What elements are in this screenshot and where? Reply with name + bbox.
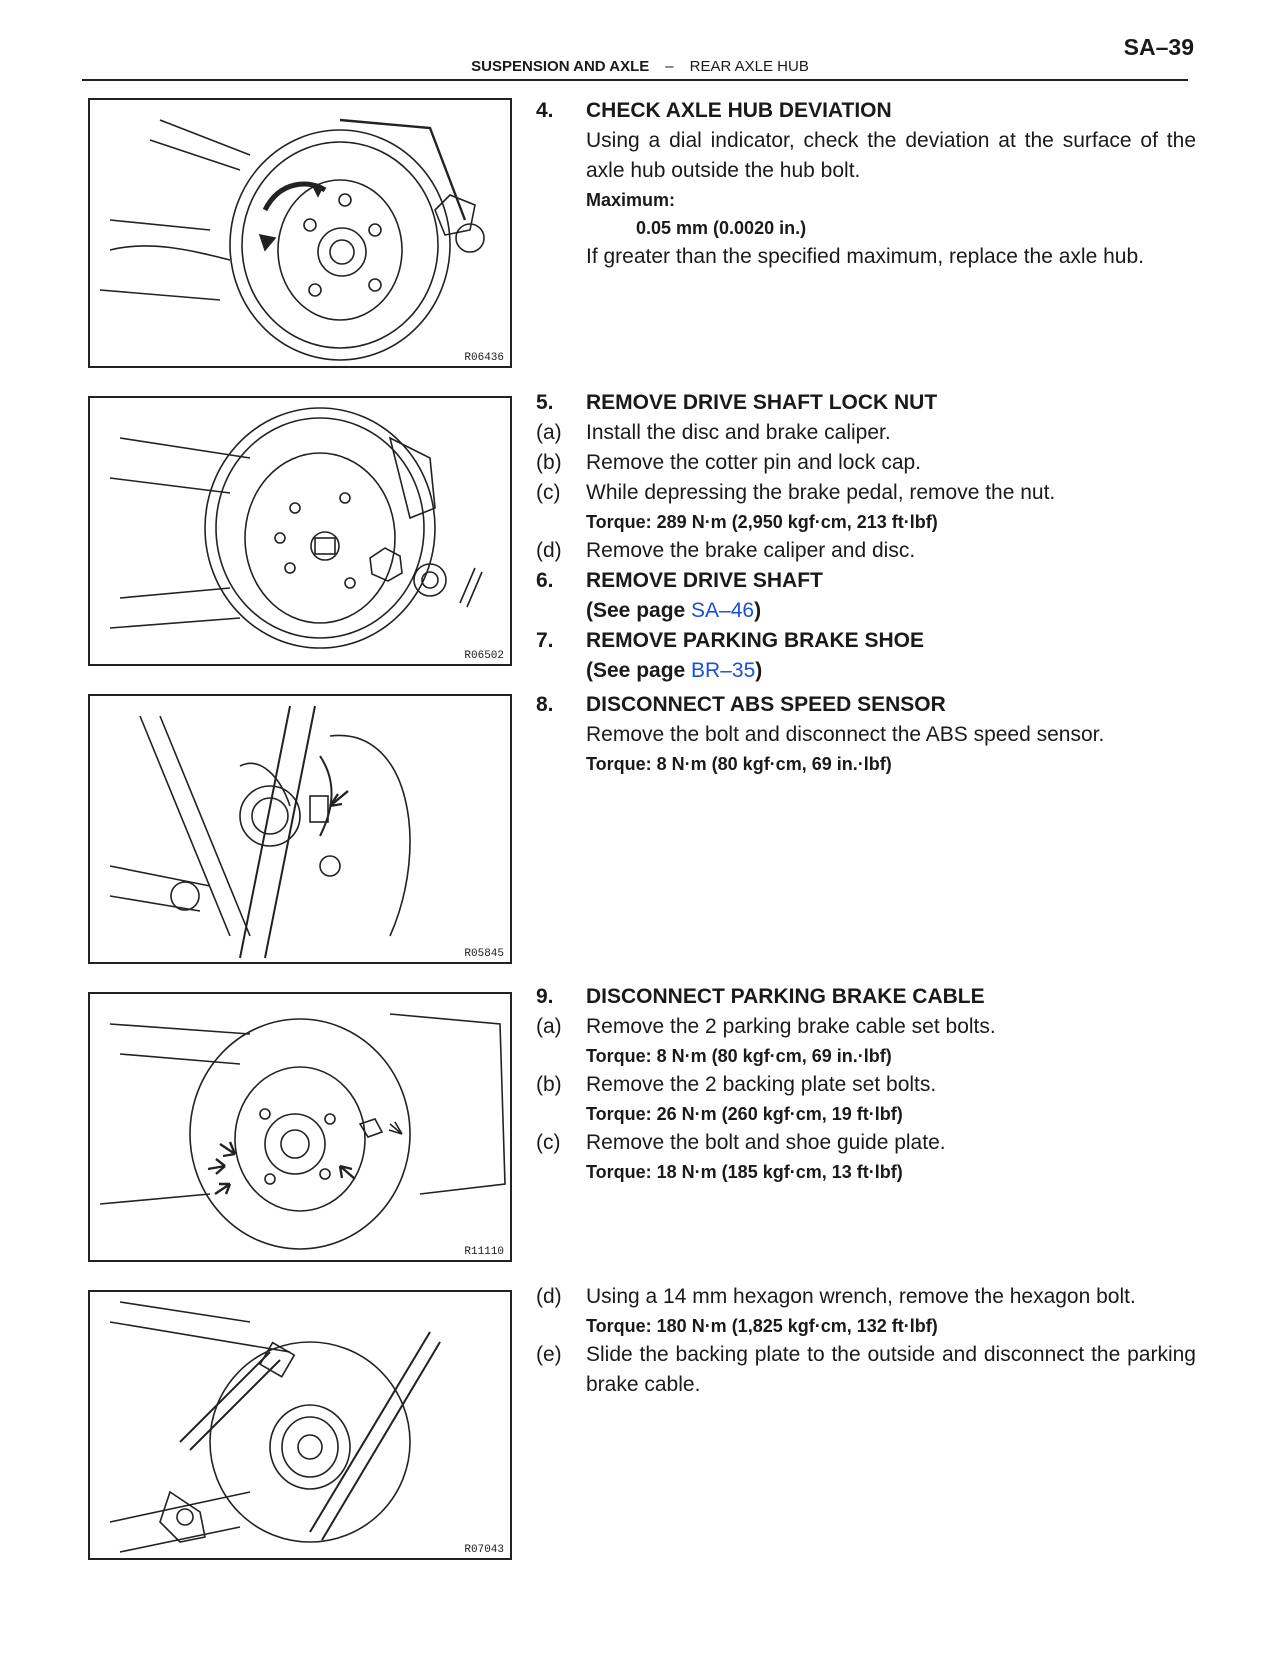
figure-backing-plate: R11110 bbox=[88, 992, 512, 1262]
dial-indicator-illustration bbox=[99, 118, 485, 361]
backing-plate-illustration bbox=[99, 1013, 506, 1250]
figure-abs-sensor: R05845 bbox=[88, 694, 512, 964]
torque-spec: Torque: 289 N·m (2,950 kgf·cm, 213 ft·lb… bbox=[586, 512, 938, 532]
substep-a: (a)Remove the 2 parking brake cable set … bbox=[536, 1015, 996, 1038]
link-sa-46[interactable]: SA–46 bbox=[691, 599, 755, 622]
figure-id: R11110 bbox=[464, 1246, 504, 1258]
torque-spec: Torque: 18 N·m (185 kgf·cm, 13 ft·lbf) bbox=[586, 1162, 903, 1182]
substep-d: (d)Remove the brake caliper and disc. bbox=[536, 539, 916, 562]
step-body: Using a dial indicator, check the deviat… bbox=[586, 129, 1196, 182]
figure-lock-nut: R06502 bbox=[88, 396, 512, 666]
substep-a: (a)Install the disc and brake caliper. bbox=[536, 421, 891, 444]
section-title: SUSPENSION AND AXLE bbox=[471, 58, 650, 75]
step-body: Remove the bolt and disconnect the ABS s… bbox=[586, 723, 1105, 746]
substep-b: (b)Remove the cotter pin and lock cap. bbox=[536, 451, 922, 474]
figure-id: R06502 bbox=[464, 650, 504, 662]
step-9-continued: (d)Using a 14 mm hexagon wrench, remove … bbox=[536, 1282, 1196, 1400]
figure-id: R05845 bbox=[464, 948, 504, 960]
running-head: SUSPENSION AND AXLE–REAR AXLE HUB bbox=[0, 58, 1280, 75]
substep-b: (b)Remove the 2 backing plate set bolts. bbox=[536, 1073, 937, 1096]
substep-d: (d)Using a 14 mm hexagon wrench, remove … bbox=[536, 1285, 1136, 1308]
torque-spec: Torque: 180 N·m (1,825 kgf·cm, 132 ft·lb… bbox=[586, 1316, 938, 1336]
max-label: Maximum: bbox=[586, 190, 676, 210]
figure-dial-indicator: R06436 bbox=[88, 98, 512, 368]
subsection-title: REAR AXLE HUB bbox=[689, 58, 809, 75]
step-title: CHECK AXLE HUB DEVIATION bbox=[586, 99, 892, 122]
hexagon-bolt-illustration bbox=[109, 1301, 441, 1553]
step-note: If greater than the specified maximum, r… bbox=[586, 245, 1144, 268]
lock-nut-illustration bbox=[109, 407, 483, 649]
torque-spec: Torque: 8 N·m (80 kgf·cm, 69 in.·lbf) bbox=[586, 1046, 892, 1066]
step-heading: 4. CHECK AXLE HUB DEVIATION bbox=[536, 96, 1196, 126]
step-7-reference: (See page BR–35) bbox=[586, 659, 763, 682]
header-dash: – bbox=[665, 58, 674, 75]
substep-e: (e)Slide the backing plate to the outsid… bbox=[536, 1343, 1196, 1396]
substep-c: (c)Remove the bolt and shoe guide plate. bbox=[536, 1131, 946, 1154]
figure-id: R06436 bbox=[464, 352, 504, 364]
step-6-heading: 6.REMOVE DRIVE SHAFT bbox=[536, 569, 823, 592]
step-7-heading: 7.REMOVE PARKING BRAKE SHOE bbox=[536, 629, 924, 652]
step-number: 4. bbox=[536, 99, 554, 122]
page-number: SA–39 bbox=[1123, 34, 1194, 60]
step-6-reference: (See page SA–46) bbox=[586, 599, 762, 622]
link-br-35[interactable]: BR–35 bbox=[691, 659, 756, 682]
step-heading: 9.DISCONNECT PARKING BRAKE CABLE bbox=[536, 985, 985, 1008]
figure-hexagon-bolt: R07043 bbox=[88, 1290, 512, 1560]
header-rule bbox=[82, 79, 1188, 81]
step-9: 9.DISCONNECT PARKING BRAKE CABLE (a)Remo… bbox=[536, 982, 1196, 1186]
step-heading: 5.REMOVE DRIVE SHAFT LOCK NUT bbox=[536, 391, 938, 414]
abs-sensor-illustration bbox=[109, 705, 411, 959]
figure-id: R07043 bbox=[464, 1544, 504, 1556]
torque-spec: Torque: 8 N·m (80 kgf·cm, 69 in.·lbf) bbox=[586, 754, 892, 774]
step-4: 4. CHECK AXLE HUB DEVIATION Using a dial … bbox=[536, 96, 1196, 272]
substep-c: (c)While depressing the brake pedal, rem… bbox=[536, 481, 1056, 504]
step-8: 8.DISCONNECT ABS SPEED SENSOR Remove the… bbox=[536, 690, 1196, 778]
torque-spec: Torque: 26 N·m (260 kgf·cm, 19 ft·lbf) bbox=[586, 1104, 903, 1124]
step-5: 5.REMOVE DRIVE SHAFT LOCK NUT (a)Install… bbox=[536, 388, 1196, 686]
max-value: 0.05 mm (0.0020 in.) bbox=[636, 218, 807, 238]
step-heading: 8.DISCONNECT ABS SPEED SENSOR bbox=[536, 693, 946, 716]
